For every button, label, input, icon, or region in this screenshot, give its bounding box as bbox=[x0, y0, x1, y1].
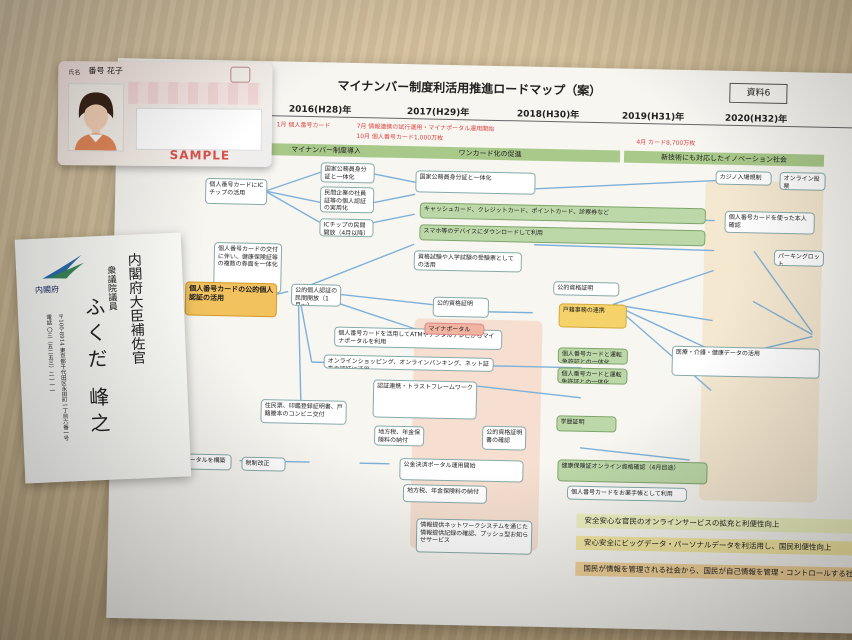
roadmap-box: 公的資格証明 bbox=[553, 281, 620, 297]
card-name: 番号 花子 bbox=[88, 66, 123, 76]
card-phone: 電話 〇三（五二五三）二一一一 bbox=[45, 314, 55, 394]
roadmap-box-green: 健康保険証オンライン資格確認（4月目途） bbox=[557, 459, 708, 485]
roadmap-box: 住民票、印鑑登録証明書、戸籍謄本のコンビニ交付 bbox=[260, 399, 347, 425]
my-number-card-seal-icon bbox=[230, 66, 251, 83]
card-pattern bbox=[128, 81, 261, 105]
roadmap-box: 国家公務員身分証と一体化 bbox=[320, 162, 375, 184]
roadmap-box: 資格試験や入学試験の受験票としての活用 bbox=[413, 250, 523, 273]
roadmap-box: 認証連携・トラストフレームワーク bbox=[372, 379, 478, 420]
roadmap-box-yellow: 戸籍事務の連携 bbox=[558, 303, 627, 329]
roadmap-box: 情報提供ネットワークシステムを通じた情報提供記録の確認、プッシュ型お知らせサービ… bbox=[415, 518, 533, 555]
card-number-field bbox=[135, 107, 263, 151]
roadmap-box: カジノ入場規制 bbox=[715, 170, 772, 186]
card-portrait bbox=[67, 83, 125, 152]
roadmap-box: 個人番号カードにICチップの活用 bbox=[204, 177, 268, 206]
roadmap-box: 公金決済ポータル運用開始 bbox=[399, 457, 524, 483]
roadmap-box: 税制改正 bbox=[241, 456, 286, 472]
roadmap-sheet: マイナンバー制度利活用推進ロードマップ（案） 資料6 2016(H28)年 20… bbox=[106, 58, 852, 634]
card-person-name: ふくだ 峰之 bbox=[81, 295, 112, 440]
my-number-card: 氏名 番号 花子 SAMPLE bbox=[57, 61, 273, 167]
business-card: 内閣府 内閣府大臣補佐官 衆議院議員 ふくだ 峰之 〒100-8914 東京都千… bbox=[14, 232, 192, 484]
roadmap-box: 地方税、年金保険料の納付 bbox=[373, 425, 425, 447]
roadmap-box-green: 個人番号カードと運転免許証との一体化 bbox=[557, 367, 628, 385]
cabinet-office-logo-icon bbox=[42, 254, 84, 279]
roadmap-box-green: 個人番号カードと運転免許証との一体化 bbox=[557, 347, 629, 365]
roadmap-box: オンライン投票 bbox=[779, 171, 826, 191]
portrait-illustration bbox=[74, 92, 117, 151]
organization-name: 内閣府 bbox=[34, 284, 60, 295]
roadmap-box: 個人番号カードを使った本人確認 bbox=[724, 210, 815, 235]
roadmap-box: 国家公務員身分証と一体化 bbox=[415, 170, 536, 195]
roadmap-box: マイナポータル bbox=[424, 322, 485, 336]
roadmap-box: 公的資格証明 bbox=[432, 296, 490, 318]
roadmap-box: 公的個人認証の民間開放（1月〜） bbox=[290, 283, 342, 307]
roadmap-box: 個人番号カードをお薬手帳として利用 bbox=[566, 485, 688, 503]
card-name-label: 氏名 bbox=[68, 69, 81, 77]
roadmap-box: 医療・介護・健康データの活用 bbox=[671, 345, 821, 379]
roadmap-box-green: 学歴証明 bbox=[556, 415, 617, 433]
public-auth-box: 個人番号カードの公的個人認証の活用 bbox=[184, 281, 278, 318]
card-address: 〒100-8914 東京都千代田区永田町一丁目六番一号 bbox=[57, 313, 69, 441]
roadmap-box: 公的資格証明書の確認 bbox=[481, 425, 527, 451]
sample-watermark: SAMPLE bbox=[169, 148, 231, 163]
roadmap-box: 地方税、年金保険料の納付 bbox=[402, 484, 488, 504]
card-position: 内閣府大臣補佐官 bbox=[125, 252, 147, 365]
roadmap-box: パーキングロット bbox=[773, 249, 825, 267]
roadmap-box: 民間企業の社員証等の個人認証の実用化 bbox=[319, 186, 375, 214]
roadmap-box: ICチップの民間開放（4月以降） bbox=[319, 218, 374, 238]
